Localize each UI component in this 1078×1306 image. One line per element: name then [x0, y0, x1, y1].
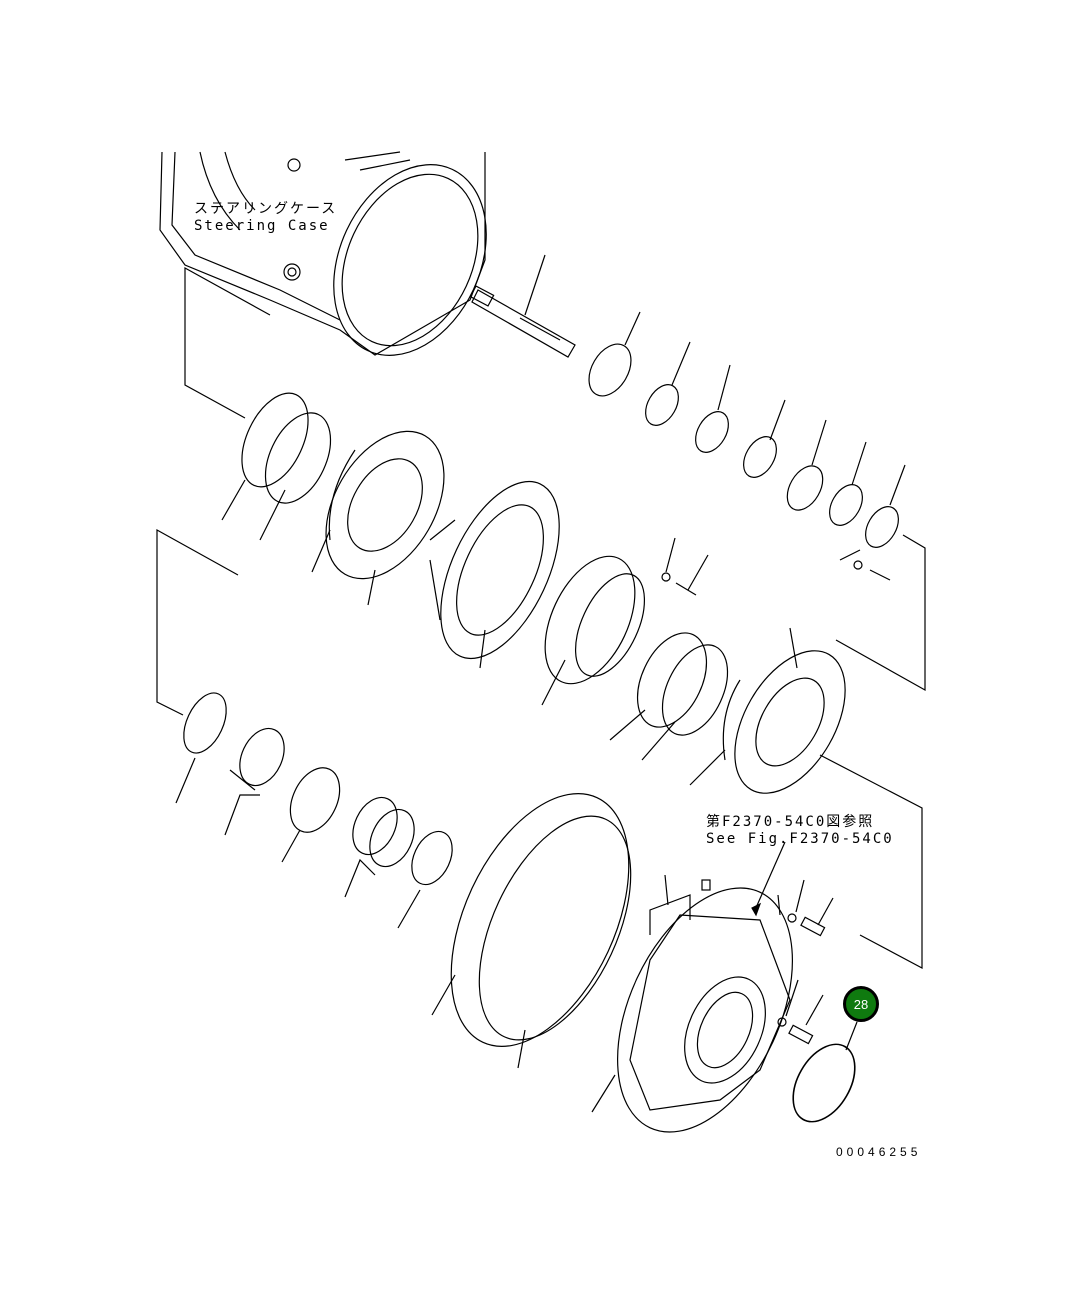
gear-assembly — [541, 537, 709, 706]
steering-case-label-jp: ステアリングケース — [194, 201, 338, 217]
assembly-bracket-right-upper — [835, 534, 926, 692]
hub-drum — [429, 480, 560, 669]
brake-plate-upper — [311, 430, 445, 606]
end-cover — [591, 841, 834, 1133]
steering-case-housing — [159, 151, 487, 356]
steering-case-label-en: Steering Case — [194, 218, 330, 234]
part-callout-28[interactable]: 28 — [843, 986, 879, 1022]
output-shaft — [469, 254, 576, 358]
see-figure-label-jp: 第F2370-54C0図参照 — [706, 814, 875, 830]
bearing-and-ring-parts — [588, 311, 906, 548]
assembly-bracket-upper — [184, 266, 332, 541]
ring-assembly-middle — [609, 627, 923, 969]
o-ring-part-28 — [792, 1021, 858, 1123]
assembly-bracket-lower — [156, 528, 453, 929]
callout-number: 28 — [853, 996, 869, 1012]
brake-housing-ring — [431, 793, 632, 1069]
see-figure-label-en: See Fig.F2370-54C0 — [706, 831, 894, 847]
drawing-number: 00046255 — [836, 1145, 922, 1159]
